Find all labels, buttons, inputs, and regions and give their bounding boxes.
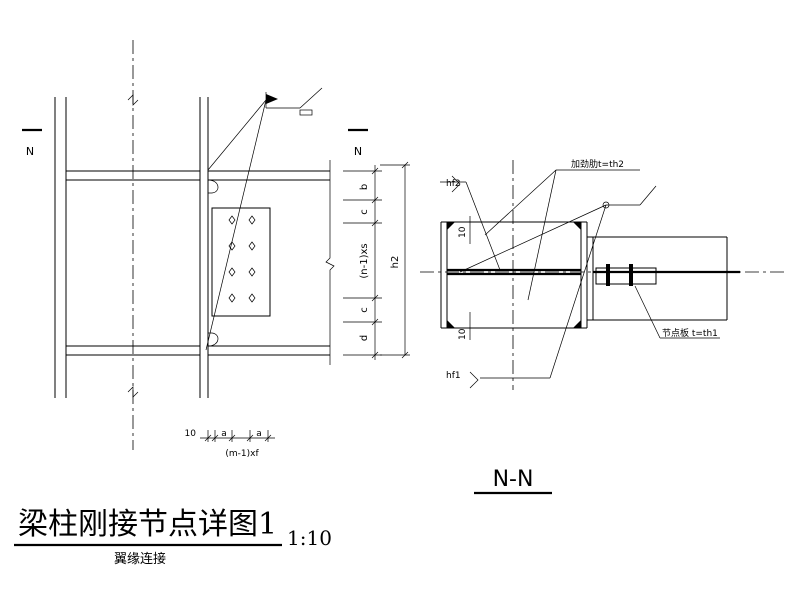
leader-plate bbox=[634, 285, 661, 339]
weld-flag bbox=[266, 94, 278, 104]
hf1-flag bbox=[469, 371, 479, 389]
bolt-row-2 bbox=[228, 241, 256, 251]
break-mark-bottom bbox=[127, 386, 139, 398]
dim-ten: 10 bbox=[185, 429, 197, 439]
beam-break-line bbox=[325, 160, 335, 365]
stiffener-label: 加劲肋t=th2 bbox=[571, 158, 624, 170]
dimension-chain bbox=[343, 161, 410, 360]
bolt-row-1 bbox=[228, 215, 256, 225]
gusset-plate bbox=[595, 267, 657, 285]
weld-tl bbox=[447, 222, 455, 230]
weld-hole-top bbox=[207, 179, 219, 194]
bolt-2 bbox=[629, 264, 633, 286]
weld-bl bbox=[447, 320, 455, 328]
dim-cols: (m-1)xf bbox=[225, 449, 259, 459]
bolt-1 bbox=[606, 264, 610, 286]
weld-br bbox=[573, 320, 581, 328]
weld-hf1-label: hf1 bbox=[446, 371, 461, 381]
section-view bbox=[420, 160, 785, 390]
leader-hf2 bbox=[465, 181, 501, 271]
weld-tail-right bbox=[639, 185, 657, 206]
bolt-row-3 bbox=[228, 267, 256, 277]
section-label: N-N bbox=[493, 467, 534, 492]
dim-c-top: c bbox=[359, 209, 370, 215]
dim-h2: h2 bbox=[390, 256, 401, 269]
section-mark-left: N bbox=[26, 145, 34, 158]
weld-hole-bottom bbox=[207, 332, 219, 347]
dim-b: b bbox=[359, 184, 370, 190]
ten-bottom-label: 10 bbox=[458, 328, 468, 340]
drawing-subtitle: 翼缘连接 bbox=[114, 551, 166, 567]
leader-weld-top bbox=[459, 204, 607, 273]
elevation-view: N N b c (n-1)xs c d h2 bbox=[22, 40, 410, 459]
dim-rows: (n-1)xs bbox=[359, 243, 370, 278]
break-mark-top bbox=[127, 94, 139, 106]
weld-leader-1 bbox=[207, 99, 267, 171]
dim-a-2: a bbox=[256, 429, 262, 439]
weld-leader-2 bbox=[205, 99, 267, 351]
weld-tail bbox=[299, 87, 323, 109]
hf2-flag bbox=[451, 175, 461, 193]
dim-a-1: a bbox=[221, 429, 227, 439]
dim-d: d bbox=[359, 335, 370, 341]
weld-hf2-label: hf2 bbox=[446, 179, 461, 189]
ten-top-label: 10 bbox=[458, 226, 468, 238]
drawing-scale: 1:10 bbox=[287, 526, 332, 550]
leader-stiffener-2 bbox=[527, 169, 557, 301]
plate-label: 节点板 t=th1 bbox=[662, 327, 718, 339]
drawing-title: 梁柱刚接节点详图1 bbox=[18, 507, 277, 542]
leader-weld-bottom bbox=[549, 204, 607, 379]
bolt-row-4 bbox=[228, 293, 256, 303]
dim-c-bottom: c bbox=[359, 307, 370, 313]
bolt-group bbox=[228, 215, 256, 303]
weld-backing-symbol bbox=[299, 109, 313, 116]
connection-plate bbox=[211, 207, 271, 317]
leader-stiffener-1 bbox=[484, 169, 557, 236]
section-mark-right: N bbox=[354, 145, 362, 158]
weld-tr bbox=[573, 222, 581, 230]
bottom-dimension bbox=[200, 430, 275, 442]
